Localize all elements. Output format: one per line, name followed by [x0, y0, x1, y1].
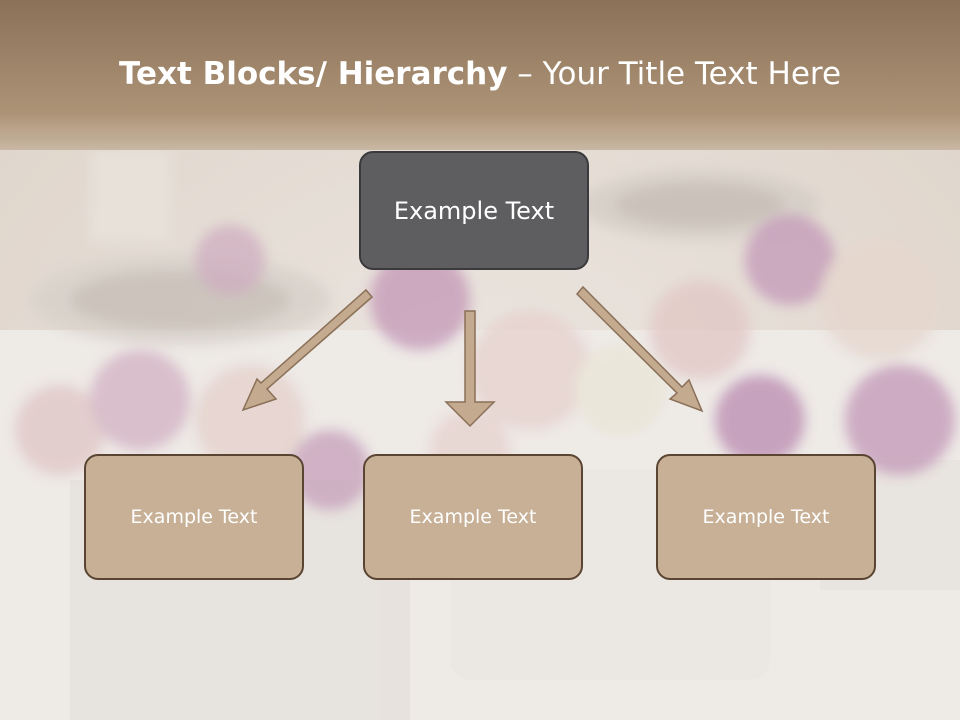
- arrow-left: [241, 288, 374, 412]
- title-band: [0, 0, 960, 150]
- child-block-1-text: Example Text: [130, 506, 258, 528]
- child-block-2-text: Example Text: [409, 506, 537, 528]
- slide-title-rest: – Your Title Text Here: [507, 56, 842, 92]
- top-level-text: Example Text: [393, 196, 555, 225]
- child-block-2[interactable]: Example Text: [363, 454, 583, 580]
- slide-title-bold: Text Blocks/ Hierarchy: [118, 56, 508, 92]
- arrow-center: [444, 310, 496, 428]
- child-block-1[interactable]: Example Text: [84, 454, 304, 580]
- slide-title: Text Blocks/ Hierarchy – Your Title Text…: [0, 56, 960, 92]
- child-block-3-text: Example Text: [702, 506, 830, 528]
- arrow-right: [575, 285, 704, 413]
- top-level-block[interactable]: Example Text: [359, 151, 589, 270]
- child-block-3[interactable]: Example Text: [656, 454, 876, 580]
